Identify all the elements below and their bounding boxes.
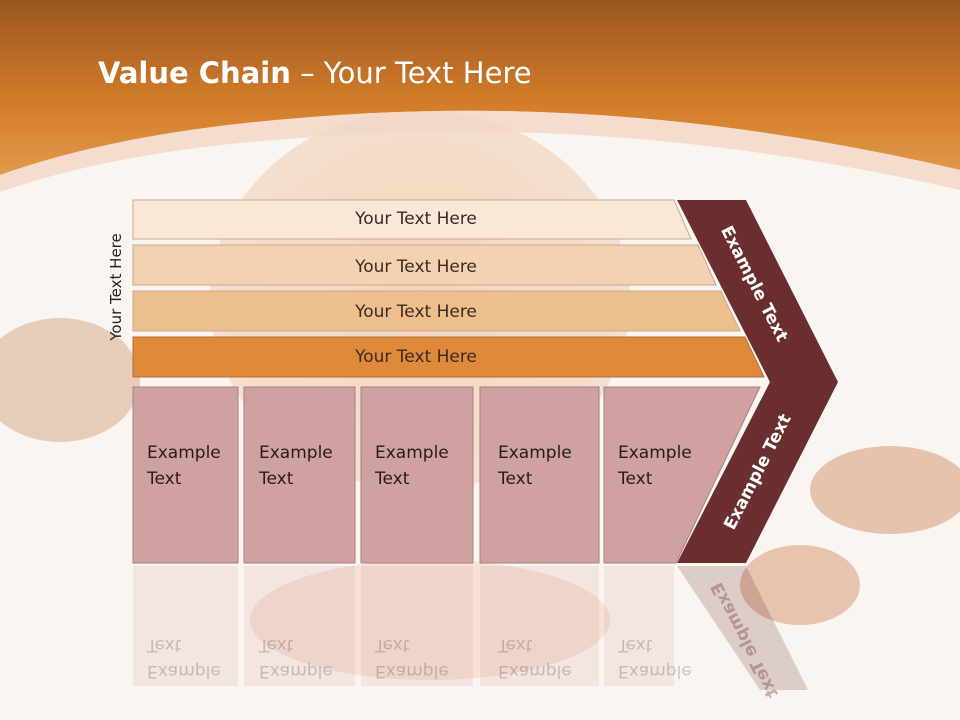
cell-reflection-text-3: Example Text — [375, 632, 449, 684]
row-shape-2 — [132, 244, 717, 286]
cell-1-line2: Text — [147, 469, 182, 489]
cell-2-line1: Example — [259, 443, 333, 463]
cell-text-4: Example Text — [498, 440, 572, 492]
cell-text-3: Example Text — [375, 440, 449, 492]
cell-box-4 — [479, 386, 600, 564]
cell-1-reflect-line2: Text — [147, 635, 182, 655]
cell-reflection-text-5: Example Text — [618, 632, 692, 684]
row-label-4: Your Text Here — [355, 347, 477, 367]
cell-3-line2: Text — [375, 469, 410, 489]
cell-1-reflect-line1: Example — [147, 661, 221, 681]
cell-5-reflect-line1: Example — [618, 661, 692, 681]
faint-almond-right2 — [740, 545, 860, 625]
row-label-2: Your Text Here — [355, 257, 477, 277]
row-shape-3 — [132, 290, 741, 332]
arrow-reflection — [677, 566, 808, 690]
row-shape-1 — [132, 199, 692, 240]
cell-4-line1: Example — [498, 443, 572, 463]
cell-4-line2: Text — [498, 469, 533, 489]
row-shape-4 — [132, 336, 765, 378]
cell-5-reflect-line2: Text — [618, 635, 653, 655]
cell-box-5 — [603, 386, 761, 564]
cell-text-5: Example Text — [618, 440, 692, 492]
cell-3-line1: Example — [375, 443, 449, 463]
title-bold: Value Chain — [98, 56, 291, 90]
page-title: Value Chain – Your Text Here — [98, 56, 532, 90]
cell-1-line1: Example — [147, 443, 221, 463]
cell-reflection-text-4: Example Text — [498, 632, 572, 684]
cell-box-3 — [360, 386, 474, 564]
cell-4-reflect-line1: Example — [498, 661, 572, 681]
arrow-chevron — [677, 200, 838, 563]
cell-box-1 — [132, 386, 239, 564]
cell-reflection-text-2: Example Text — [259, 632, 333, 684]
cell-5-line2: Text — [618, 469, 653, 489]
row-label-3: Your Text Here — [355, 302, 477, 322]
cell-box-2 — [243, 386, 356, 564]
cell-reflection-text-1: Example Text — [147, 632, 221, 684]
title-rest: – Your Text Here — [290, 56, 532, 90]
cell-2-line2: Text — [259, 469, 294, 489]
cell-3-reflect-line1: Example — [375, 661, 449, 681]
faint-almond-left — [0, 318, 140, 442]
row-label-1: Your Text Here — [355, 209, 477, 229]
cell-5-line1: Example — [618, 443, 692, 463]
cells-reflection — [133, 566, 674, 686]
faint-almond-right — [810, 446, 960, 534]
faint-fruit-lower — [250, 560, 610, 680]
cell-text-2: Example Text — [259, 440, 333, 492]
cell-2-reflect-line2: Text — [259, 635, 294, 655]
cell-3-reflect-line2: Text — [375, 635, 410, 655]
cell-2-reflect-line1: Example — [259, 661, 333, 681]
cell-4-reflect-line2: Text — [498, 635, 533, 655]
cell-text-1: Example Text — [147, 440, 221, 492]
